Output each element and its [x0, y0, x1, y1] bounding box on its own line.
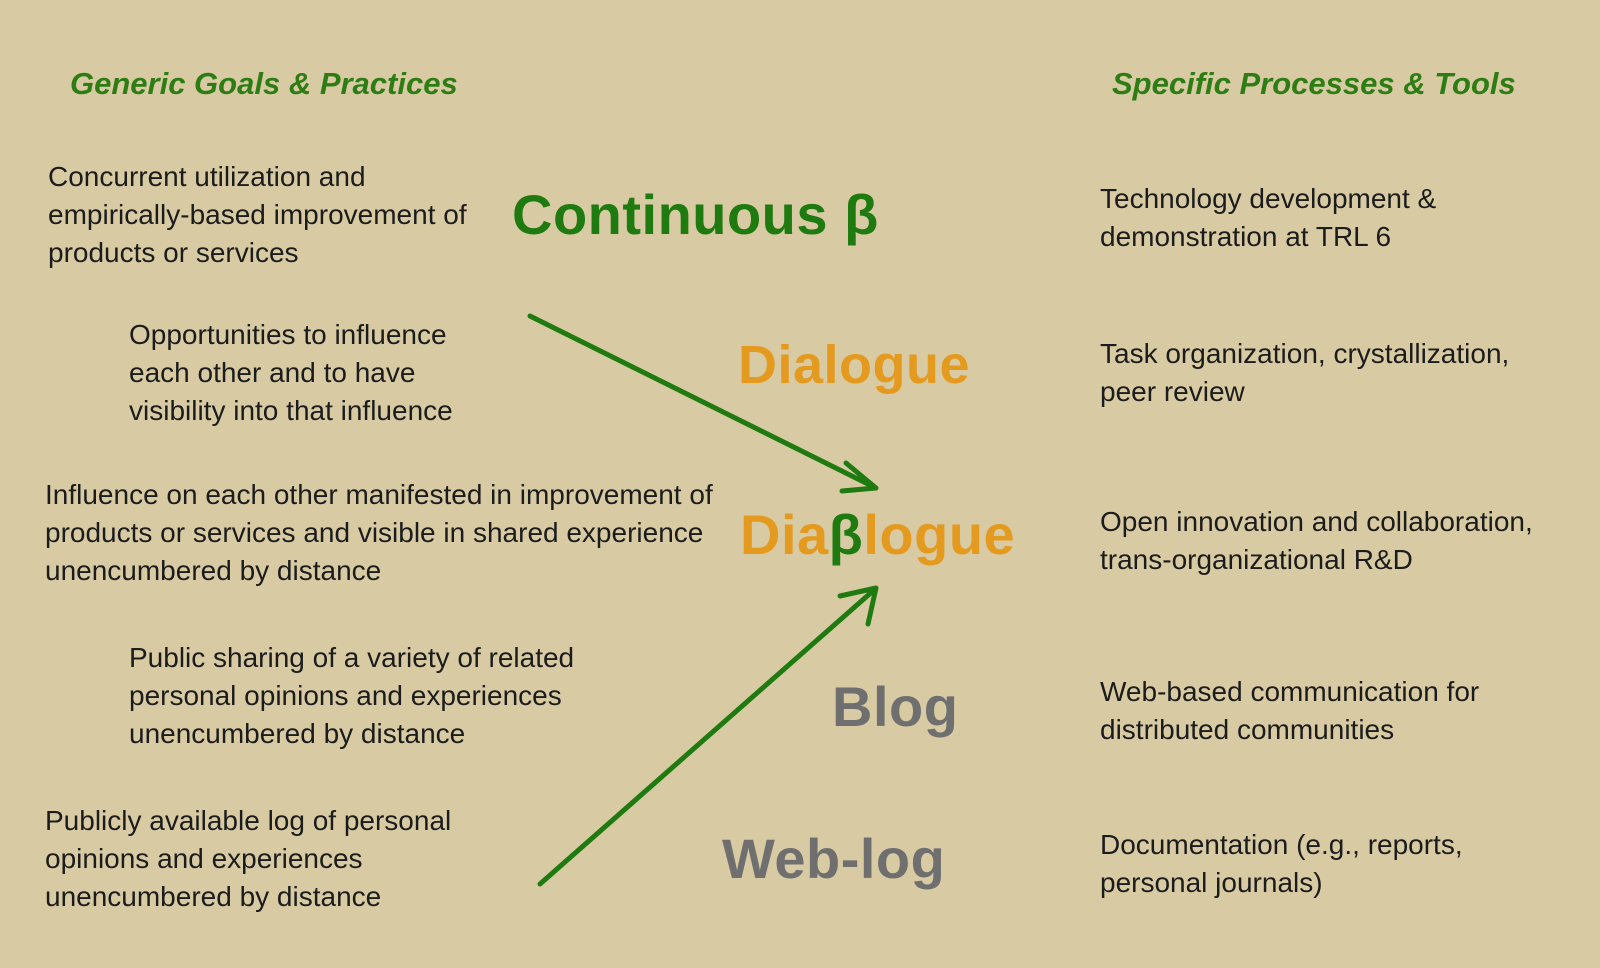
left-column-heading: Generic Goals & Practices [70, 66, 458, 101]
term-dialogue: Dialogue [738, 335, 971, 395]
term-web-log: Web-log [722, 827, 946, 890]
goal-diablogue: Influence on each other manifested in im… [45, 479, 713, 586]
tool-continuous-beta: Technology development & demonstration a… [1100, 183, 1437, 252]
goal-dialogue: Opportunities to influence each other an… [129, 319, 453, 426]
arrow-down-to-diablogue [527, 313, 879, 494]
term-diablogue-beta: β [828, 503, 864, 566]
term-diablogue: Diaβlogue [740, 502, 1015, 567]
term-continuous-beta: Continuous β [512, 183, 879, 246]
tool-blog: Web-based communication for distributed … [1100, 676, 1480, 745]
term-diablogue-prefix: Dia [740, 503, 829, 566]
term-blog: Blog [832, 675, 959, 738]
goal-blog: Public sharing of a variety of related p… [129, 642, 575, 749]
goal-web-log: Publicly available log of personal opini… [45, 805, 452, 912]
tool-diablogue: Open innovation and collaboration, trans… [1100, 506, 1533, 575]
arrow-up-to-diablogue [537, 585, 879, 887]
tool-web-log: Documentation (e.g., reports, personal j… [1100, 829, 1463, 898]
term-diablogue-suffix: logue [863, 503, 1016, 566]
goal-continuous-beta: Concurrent utilization and empirically-b… [48, 161, 467, 268]
tool-dialogue: Task organization, crystallization, peer… [1100, 338, 1510, 407]
right-column-heading: Specific Processes & Tools [1112, 66, 1516, 101]
